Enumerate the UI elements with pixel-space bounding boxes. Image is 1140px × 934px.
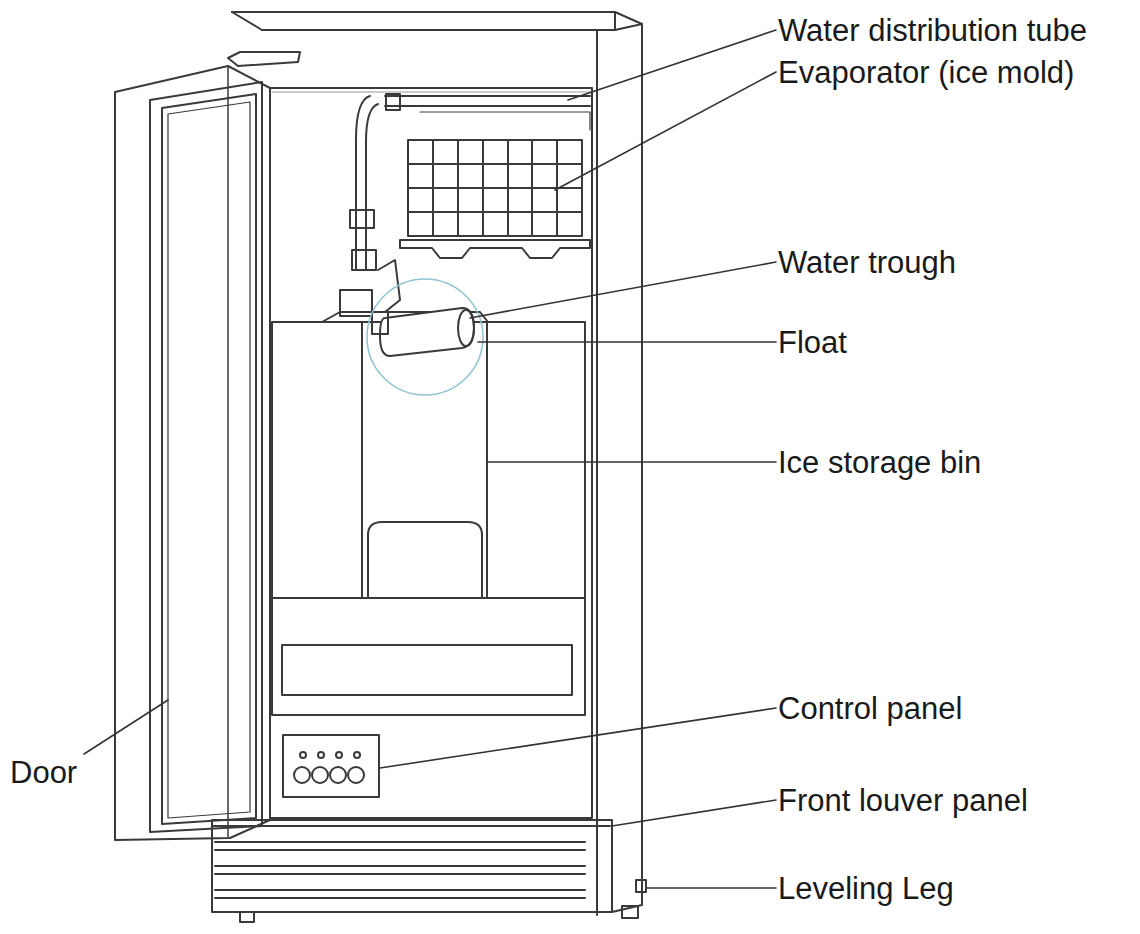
part-label: Ice storage bin — [778, 447, 981, 478]
part-label: Water trough — [778, 247, 956, 278]
control-panel-box — [283, 735, 379, 797]
part-label: Control panel — [778, 693, 962, 724]
float — [367, 279, 483, 395]
door-panel — [115, 66, 270, 840]
part-label: Evaporator (ice mold) — [778, 57, 1074, 88]
ice-bin — [272, 312, 585, 715]
part-label: Door — [10, 757, 77, 788]
part-label: Front louver panel — [778, 785, 1028, 816]
cabinet — [232, 12, 642, 915]
leader-lines — [84, 30, 776, 888]
part-label: Water distribution tube — [778, 15, 1087, 46]
part-label: Float — [778, 327, 847, 358]
hinge — [228, 52, 300, 66]
part-label: Leveling Leg — [778, 873, 954, 904]
water-tube — [340, 94, 590, 316]
evaporator-grid — [400, 140, 590, 258]
louver-panel — [212, 820, 646, 922]
